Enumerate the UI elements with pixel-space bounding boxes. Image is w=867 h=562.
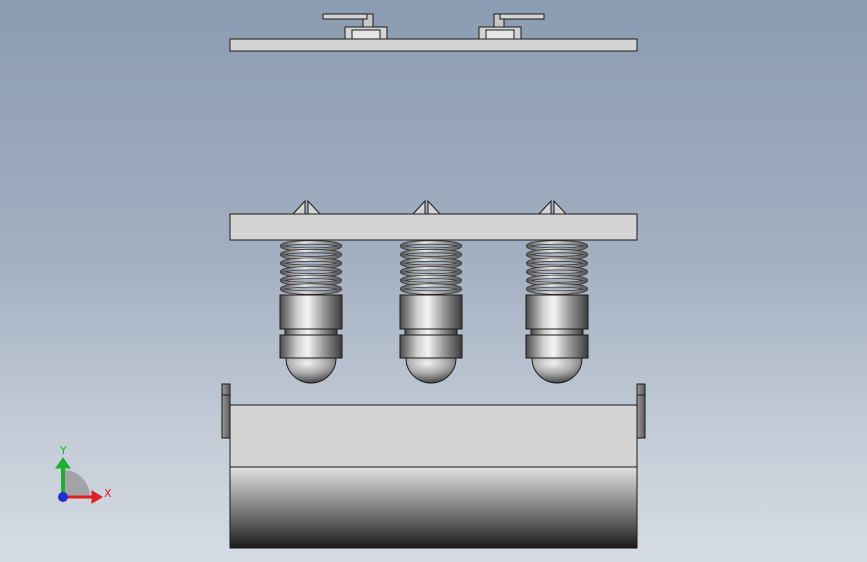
housing-top-face <box>229 404 638 468</box>
plunger-barrel <box>279 294 343 330</box>
spring-plunger-3 <box>525 199 589 384</box>
clip-tab-right <box>427 199 442 215</box>
clip-tab-right <box>307 199 322 215</box>
side-post-right <box>636 383 646 439</box>
bottom-housing <box>221 383 646 549</box>
x-axis-arrowhead <box>91 490 103 504</box>
clip-tab-left <box>291 199 306 215</box>
plunger-neck <box>404 328 458 336</box>
plunger-barrel <box>399 294 463 330</box>
plunger-ball-tip <box>531 357 583 384</box>
coil-spring <box>399 240 463 295</box>
y-axis-arrowhead <box>55 457 71 469</box>
middle-plate <box>229 213 638 241</box>
side-post-left <box>221 383 231 439</box>
clip-tab-right <box>553 199 568 215</box>
clip-tab-left <box>537 199 552 215</box>
coil-spring <box>279 240 343 295</box>
y-axis-label: Y <box>59 444 67 457</box>
plunger-ring <box>279 334 343 359</box>
plunger-neck <box>284 328 338 336</box>
plunger-neck <box>530 328 584 336</box>
spring-plunger-1 <box>279 199 343 384</box>
triad-plane-arc <box>63 470 90 497</box>
housing-cylinder <box>229 466 638 549</box>
coil-spring <box>525 240 589 295</box>
latch-left <box>322 13 388 40</box>
spring-plunger-2 <box>399 199 463 384</box>
clip-tab-left <box>411 199 426 215</box>
spring-plunger-group <box>279 199 589 384</box>
axis-triad: Y X <box>55 444 112 504</box>
plunger-barrel <box>525 294 589 330</box>
z-axis-dot <box>58 492 68 502</box>
plunger-ball-tip <box>405 357 457 384</box>
plunger-ring <box>399 334 463 359</box>
plunger-ball-tip <box>285 357 337 384</box>
x-axis-label: X <box>104 487 112 500</box>
top-plate-assembly <box>229 13 638 52</box>
top-plate <box>229 38 638 52</box>
plunger-ring <box>525 334 589 359</box>
latch-right <box>478 13 545 40</box>
